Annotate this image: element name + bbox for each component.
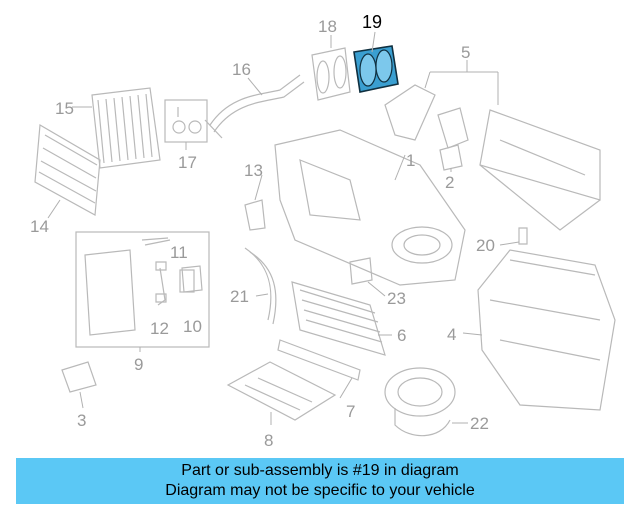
label-20: 20 [476,236,495,255]
label-19-highlighted: 19 [362,12,382,32]
part-20-bolt [518,227,528,245]
label-15: 15 [55,99,74,118]
label-3: 3 [77,411,86,430]
part-1-housing [274,129,466,286]
label-18: 18 [318,17,337,36]
part-14-evaporator [34,124,101,216]
label-23: 23 [387,289,406,308]
parts-diagram: 15 14 16 17 18 19 5 1 2 13 20 11 12 10 2… [30,12,616,450]
label-1: 1 [406,151,415,170]
part-19-seal-highlighted [353,45,399,93]
part-6-filter [291,281,386,356]
part-4-housing [477,249,616,411]
label-4: 4 [447,325,456,344]
parts-10-11-12-small [141,237,203,303]
label-6: 6 [397,326,406,345]
label-8: 8 [264,431,273,450]
banner-line-2: Diagram may not be specific to your vehi… [165,482,475,499]
part-16-pipes [204,74,305,139]
part-18-gasket [311,47,351,101]
label-9: 9 [134,355,143,374]
part-21-drain-hose [244,247,277,325]
label-5: 5 [461,43,470,62]
banner-line-1: Part or sub-assembly is #19 in diagram [181,462,459,479]
label-7: 7 [346,402,355,421]
part-13-clip [244,199,266,231]
label-21: 21 [230,287,249,306]
part-3-bracket [61,361,97,393]
label-11: 11 [170,243,188,262]
label-17: 17 [178,153,197,172]
part-8-tray [226,361,337,421]
part-2-connector [439,144,463,171]
part-23-sensor [349,257,373,285]
notice-banner: Part or sub-assembly is #19 in diagram D… [16,458,624,504]
part-5-actuators [384,84,601,231]
label-10: 10 [183,317,202,336]
label-14: 14 [30,217,49,236]
part-22-blower [384,367,456,437]
label-16: 16 [232,60,251,79]
label-22: 22 [470,414,489,433]
part-15-heater-core [91,87,161,169]
label-12: 12 [150,319,169,338]
label-2: 2 [445,173,454,192]
label-13: 13 [244,161,263,180]
part-17-seal-kit [164,99,208,143]
leader-lines [47,31,520,425]
part-7-bracket [277,339,361,381]
